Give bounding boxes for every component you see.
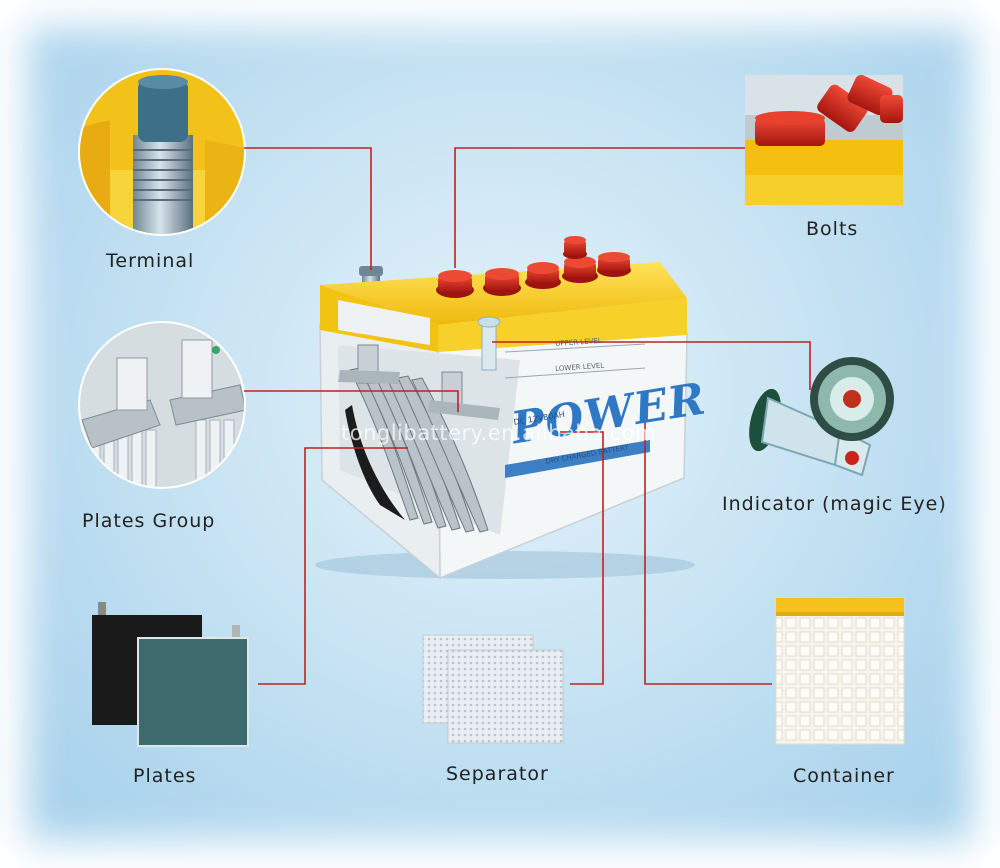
leader-line-separator [560, 431, 604, 685]
leader-line-container [644, 405, 772, 685]
label-terminal: Terminal [106, 250, 195, 272]
plates-group-image [78, 321, 246, 489]
leader-line-terminal [244, 147, 372, 270]
leader-lines [244, 147, 811, 685]
label-indicator: Indicator (magic Eye) [722, 493, 947, 515]
bolts-image [745, 74, 903, 205]
label-separator: Separator [446, 763, 549, 785]
label-bolts: Bolts [806, 218, 859, 240]
label-plates: Plates [133, 765, 197, 787]
separator-image [422, 634, 564, 744]
label-container: Container [793, 765, 895, 787]
label-plates-group: Plates Group [82, 510, 216, 532]
watermark: tonglibattery.en.alibaba.com [341, 421, 657, 445]
indicator-image [749, 357, 894, 477]
leader-line-bolts [454, 147, 745, 268]
plates-image [92, 602, 249, 747]
terminal-image [78, 68, 246, 236]
container-image [775, 597, 905, 745]
leader-line-plates [258, 447, 408, 685]
leader-line-plates-group [244, 390, 459, 412]
battery-image [315, 236, 695, 580]
leader-line-indicator [492, 341, 811, 390]
